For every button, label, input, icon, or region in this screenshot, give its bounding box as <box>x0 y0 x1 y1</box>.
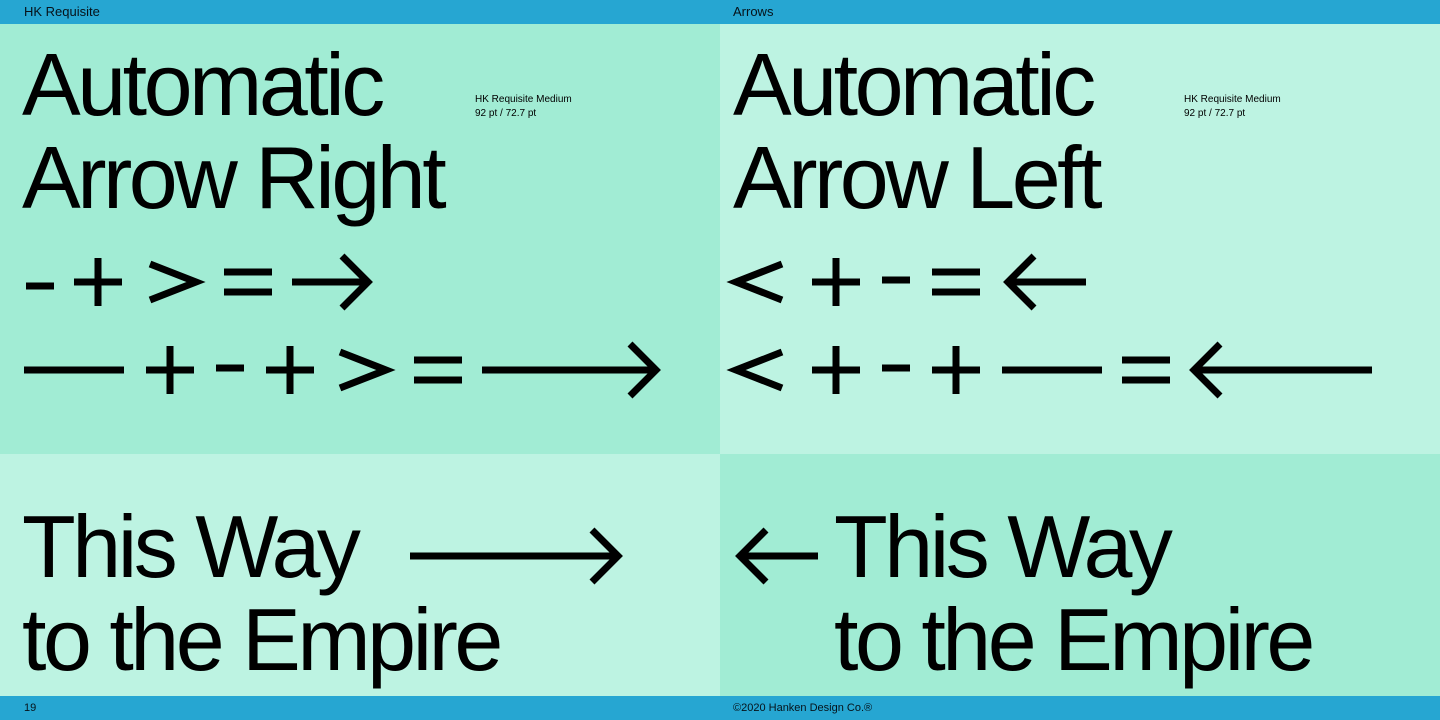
font-spec: HK Requisite Medium 92 pt / 72.7 pt <box>1184 93 1281 121</box>
bottom-bar: 19 ©2020 Hanken Design Co.® <box>0 696 1440 720</box>
spec-font-name: HK Requisite Medium <box>475 94 572 105</box>
arrow-right-panel: Automatic Arrow Right HK Requisite Mediu… <box>0 24 720 454</box>
arrow-left-icon <box>735 527 818 585</box>
greater-than-glyph <box>148 260 206 304</box>
sample-right-text: This Way to the Empire <box>22 497 503 689</box>
headline-line-1: Automatic <box>733 35 1096 134</box>
sample-line-1: This Way <box>22 497 361 596</box>
sample-line-1: This Way <box>834 497 1173 596</box>
copyright: ©2020 Hanken Design Co.® <box>733 702 873 714</box>
arrow-left-panel: Automatic Arrow Left HK Requisite Medium… <box>720 24 1440 454</box>
spec-font-size: 92 pt / 72.7 pt <box>475 108 537 119</box>
spec-font-name: HK Requisite Medium <box>1184 94 1281 105</box>
less-than-glyph <box>726 348 784 392</box>
less-than-glyph <box>726 260 784 304</box>
greater-than-glyph <box>338 348 396 392</box>
sample-line-2: to the Empire <box>22 590 503 689</box>
headline-line-2: Arrow Right <box>22 128 447 227</box>
arrow-left-glyph-rows <box>726 253 1372 399</box>
sample-left-panel: This Way to the Empire <box>720 454 1440 696</box>
font-spec: HK Requisite Medium 92 pt / 72.7 pt <box>475 93 572 121</box>
arrow-right-glyph-rows <box>24 253 661 399</box>
header-section: Arrows <box>733 4 774 19</box>
header-title: HK Requisite <box>24 4 100 19</box>
sample-line-2: to the Empire <box>834 590 1315 689</box>
sample-left-text: This Way to the Empire <box>834 497 1315 689</box>
spec-font-size: 92 pt / 72.7 pt <box>1184 108 1246 119</box>
long-arrow-right-icon <box>410 527 623 585</box>
top-bar: HK Requisite Arrows <box>0 0 1440 24</box>
arrow-right-headline: Automatic Arrow Right <box>22 35 447 227</box>
headline-line-1: Automatic <box>22 35 385 134</box>
arrow-left-headline: Automatic Arrow Left <box>733 35 1103 227</box>
headline-line-2: Arrow Left <box>733 128 1103 227</box>
page-number: 19 <box>24 702 37 714</box>
sample-right-panel: This Way to the Empire <box>0 454 720 696</box>
